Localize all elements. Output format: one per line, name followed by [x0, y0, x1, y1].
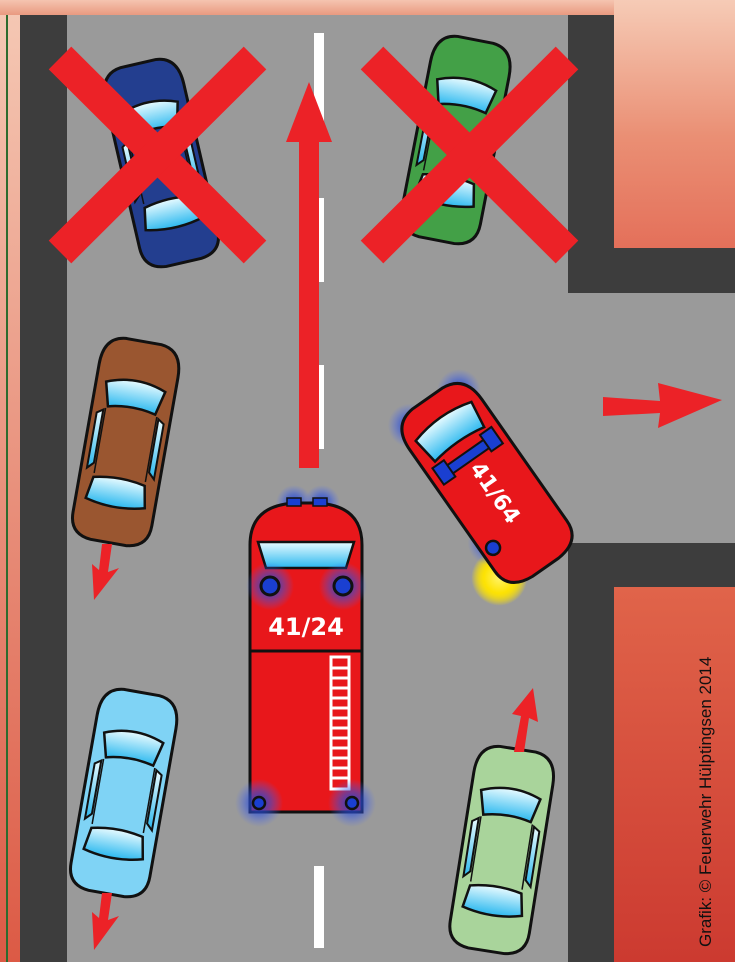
- building-bottom-right: [614, 587, 735, 962]
- sidewalk-left: [20, 15, 67, 962]
- copyright-credit: Grafik: © Feuerwehr Hülptingsen 2014: [696, 657, 715, 947]
- left-border-strip: [0, 0, 22, 962]
- truck-label: 41/24: [268, 613, 344, 641]
- left-edge-green-line: [6, 0, 8, 962]
- building-top-right: [614, 0, 735, 248]
- fire-truck: 41/24: [235, 485, 376, 827]
